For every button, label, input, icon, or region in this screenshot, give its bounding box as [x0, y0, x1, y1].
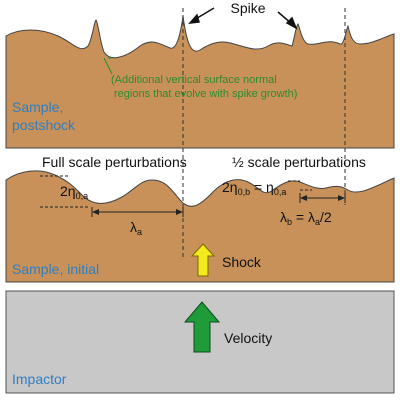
velocity-arrow-icon: [183, 301, 221, 353]
lambda-b-label: λb = λa/2: [280, 209, 332, 227]
spike-pointer-icon: [188, 7, 298, 30]
amp-half-marks: [288, 180, 312, 191]
spike-label: Spike: [230, 0, 265, 16]
lambda-a-arrow-left: [92, 209, 99, 215]
postshock-label-line1: Sample,: [12, 99, 63, 115]
shock-arrow-icon: [190, 243, 216, 277]
lambda-a-arrow-right: [176, 209, 183, 215]
impactor-label: Impactor: [12, 371, 67, 387]
sample-initial-block: [5, 170, 395, 283]
amp-full-marks: [40, 175, 90, 208]
annotation-line-1: (Additional vertical surface normal: [111, 74, 277, 86]
postshock-label-line2: postshock: [12, 117, 76, 133]
velocity-label: Velocity: [224, 330, 272, 346]
amp-half-label: 2η0,b = η0,a: [222, 179, 286, 197]
shock-label: Shock: [222, 254, 262, 270]
annotation-leaders: [103, 57, 116, 75]
initial-label: Sample, initial: [12, 261, 99, 277]
lambda-b-arrow-right: [338, 195, 345, 201]
lambda-a-label: λa: [130, 219, 142, 237]
full-scale-label: Full scale perturbations: [42, 154, 187, 170]
sample-postshock-block: [5, 15, 395, 149]
annotation-line-2: regions that evolve with spike growth): [114, 88, 297, 100]
half-scale-label: ½ scale perturbations: [232, 154, 366, 170]
lambda-b-arrow-left: [300, 195, 307, 201]
amp-full-label: 2η0,a: [60, 183, 88, 201]
